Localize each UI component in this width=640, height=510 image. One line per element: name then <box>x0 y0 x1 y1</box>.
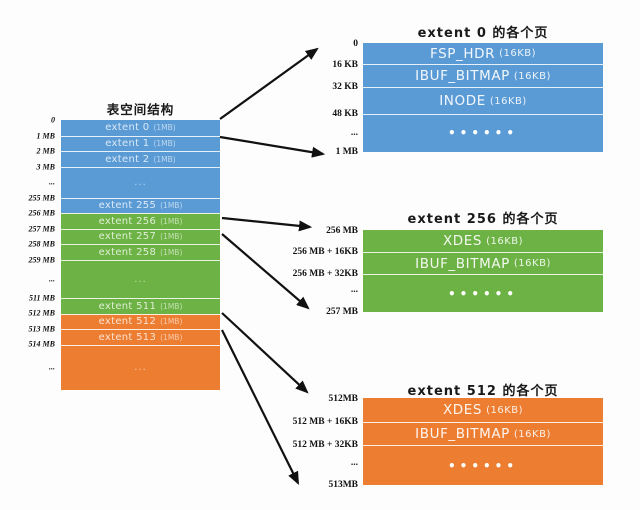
extent-row: extent 257(1MB) <box>61 228 220 244</box>
page-row: IBUF_BITMAP(16KB) <box>363 422 603 445</box>
ellipsis-row: ... <box>61 259 220 298</box>
axis-label: 514 MB <box>28 339 55 349</box>
axis-label: 513MB <box>328 480 358 490</box>
axis-label: 257 MB <box>28 224 55 233</box>
axis-label: 256 MB <box>28 208 55 218</box>
axis-label: 48 KB <box>332 109 358 119</box>
axis-label: 513 MB <box>28 324 55 333</box>
extent256-pages-box: XDES(16KB) IBUF_BITMAP(16KB) •••••• <box>363 230 603 312</box>
extent-row: extent 513(1MB) <box>61 329 220 345</box>
extent512-pages-box: XDES(16KB) IBUF_BITMAP(16KB) •••••• <box>363 398 603 485</box>
extent512-axis: 512MB 512 MB + 16KB 512 MB + 32KB ... 51… <box>278 0 358 510</box>
axis-label: 32 KB <box>332 82 358 92</box>
axis-label: ... <box>49 362 55 372</box>
tablespace-column: extent 0(1MB) extent 1(1MB) extent 2(1MB… <box>61 120 220 390</box>
page-row: XDES(16KB) <box>363 398 603 422</box>
extent-row: extent 511(1MB) <box>61 298 220 314</box>
axis-label: 255 MB <box>28 193 55 202</box>
axis-label: 0 <box>353 39 358 49</box>
axis-label: 2 MB <box>36 146 55 156</box>
extent512-panel-title: extent 512 的各个页 <box>407 384 559 399</box>
axis-label: 256 MB + 32KB <box>292 269 358 279</box>
left-axis: 0 1 MB 2 MB 3 MB ... 255 MB 256 MB 257 M… <box>0 0 55 510</box>
page-row: IBUF_BITMAP(16KB) <box>363 252 603 274</box>
axis-label: 258 MB <box>28 239 55 249</box>
axis-label: 512MB <box>328 394 358 404</box>
axis-label: ... <box>350 458 358 468</box>
axis-label: 0 <box>51 115 55 125</box>
axis-label: ... <box>49 274 55 284</box>
axis-label: 512 MB <box>28 308 55 318</box>
extent256-axis: 256 MB 256 MB + 16KB 256 MB + 32KB ... 2… <box>278 0 358 330</box>
axis-label: 511 MB <box>28 293 55 302</box>
axis-label: 512 MB + 16KB <box>292 417 358 427</box>
extent-row: extent 255(1MB) <box>61 197 220 213</box>
axis-label: 16 KB <box>332 59 358 70</box>
extent0-pages-box: FSP_HDR(16KB) IBUF_BITMAP(16KB) INODE(16… <box>363 43 603 152</box>
axis-label: 257 MB <box>326 307 358 317</box>
extent-row: extent 1(1MB) <box>61 135 220 151</box>
axis-label: 3 MB <box>36 162 55 171</box>
extent-row: extent 258(1MB) <box>61 244 220 260</box>
page-row: IBUF_BITMAP(16KB) <box>363 64 603 87</box>
ellipsis-row: •••••• <box>363 274 603 312</box>
axis-label: ... <box>350 285 358 295</box>
extent-row: extent 512(1MB) <box>61 313 220 329</box>
page-row: INODE(16KB) <box>363 87 603 114</box>
axis-label: 259 MB <box>28 255 55 264</box>
axis-label: 256 MB <box>326 226 358 236</box>
extent-row: extent 0(1MB) <box>61 120 220 136</box>
ellipsis-row: •••••• <box>363 114 603 152</box>
axis-label: 512 MB + 32KB <box>292 440 358 450</box>
axis-label: 256 MB + 16KB <box>292 247 358 257</box>
extent256-panel-title: extent 256 的各个页 <box>407 212 559 227</box>
ellipsis-row: ... <box>61 166 220 198</box>
page-row: XDES(16KB) <box>363 230 603 252</box>
ellipsis-row: ... <box>61 344 220 390</box>
extent-row: extent 256(1MB) <box>61 213 220 229</box>
extent0-axis: 0 16 KB 32 KB 48 KB ... 1 MB <box>300 0 358 170</box>
axis-label: ... <box>49 177 55 187</box>
axis-label: 1 MB <box>335 147 358 157</box>
extent0-panel-title: extent 0 的各个页 <box>417 26 549 41</box>
extent-row: extent 2(1MB) <box>61 151 220 167</box>
axis-label: ... <box>350 128 358 138</box>
axis-label: 1 MB <box>36 131 55 140</box>
left-panel-title: 表空间结构 <box>106 102 175 117</box>
page-row: FSP_HDR(16KB) <box>363 43 603 64</box>
ellipsis-row: •••••• <box>363 445 603 485</box>
